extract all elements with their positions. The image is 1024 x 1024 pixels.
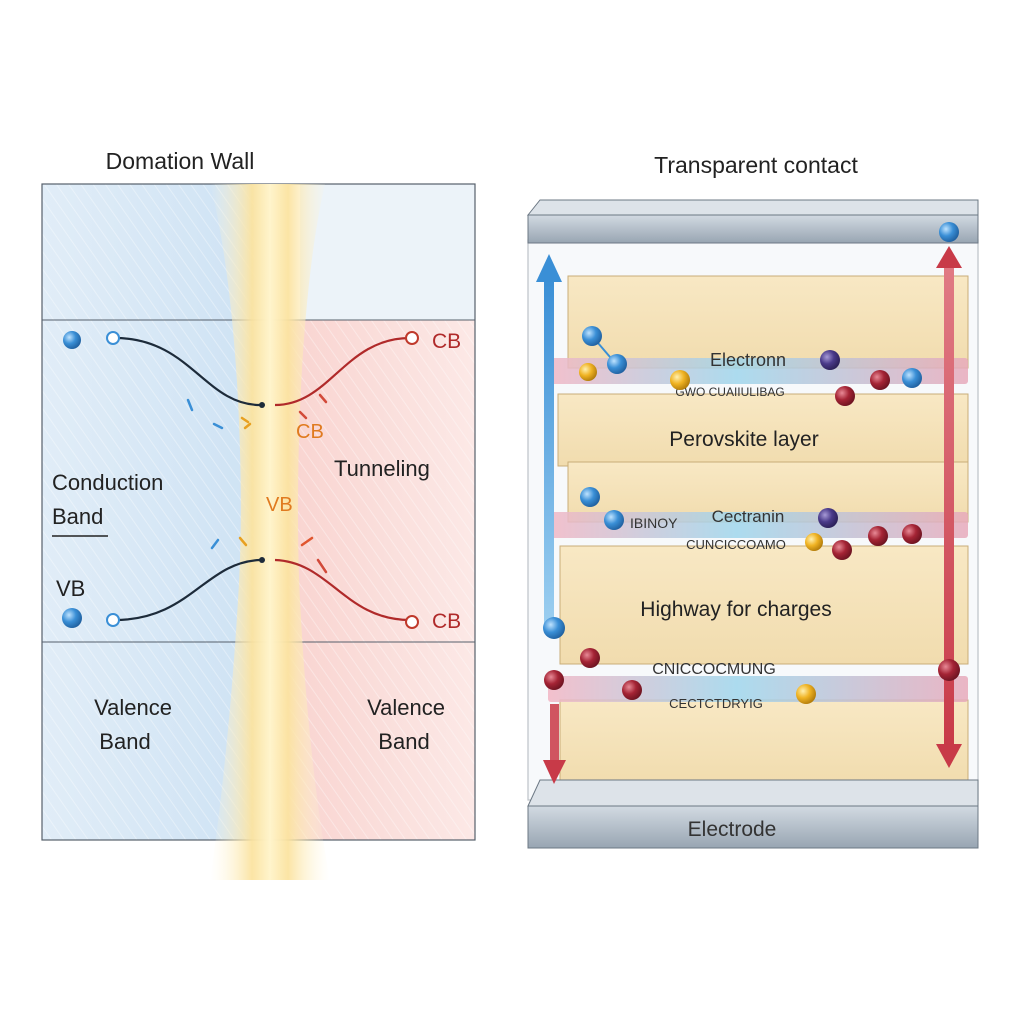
wall-cb-label: CB [296,421,324,443]
left-panel: Domation Wall [41,148,476,880]
right-panel-title: Transparent contact [654,152,858,178]
hole-open [405,331,419,345]
conduction-band-curve-left [114,336,261,407]
hole-particle [835,386,855,406]
band3-top-label: CNICCOCMUNG [652,661,776,678]
perovskite-layer-label: Perovskite layer [669,428,818,451]
purple-particle [818,508,838,528]
left-panel-title: Domation Wall [106,148,255,174]
valence-band-label-right-line2: Band [378,729,429,754]
wall-vb-label: VB [266,494,293,516]
hole-particle [580,648,600,668]
band2-bottom-label: CUNCICCOAMO [686,537,786,552]
hole-particle [902,524,922,544]
electrode-plate [527,779,979,849]
right-panel: Transparent contact [526,152,979,849]
cb-label-right-top: CB [432,330,461,353]
electron-open [106,331,120,345]
hole-flow-arrow [936,246,962,768]
highway-label: Highway for charges [640,598,831,621]
valence-band-label-left-line2: Band [99,729,150,754]
band2-top-left-label: IBINOY [630,515,678,531]
electron-particle [607,354,627,374]
cb-label-right-bottom: CB [432,610,461,633]
charge-band-1 [548,358,968,384]
junction-dot [259,402,265,408]
valence-band-curve-right [274,558,411,622]
electron-particle [582,326,602,346]
band3-bottom-label: CECTCTDRYIG [669,696,763,711]
tunneling-dashes [186,393,328,574]
gold-particle [579,363,597,381]
electron-particle [902,368,922,388]
electron-open [106,613,120,627]
valence-band-label-right-line1: Valence [367,695,445,720]
gold-particle [805,533,823,551]
band1-top-label: Electronn [710,350,786,370]
charge-band-3 [548,676,968,702]
transparent-contact-plate [526,199,979,244]
stack-particles [543,222,960,704]
domain-wall [210,184,330,880]
valence-band-curve-left [114,558,261,622]
electron-particle [63,331,81,349]
gold-particle [670,370,690,390]
charge-band-2 [548,512,968,538]
perovskite-block-1 [567,275,969,369]
electron-particle [604,510,624,530]
hole-particle [832,540,852,560]
electron-particle [580,487,600,507]
conduction-band-label-line1: Conduction [52,470,163,495]
electron-particle [62,608,82,628]
electron-particle [939,222,959,242]
junction-dot [259,557,265,563]
electron-particle [543,617,565,639]
conduction-band-label-line2: Band [52,504,103,529]
perovskite-block-4 [559,545,969,665]
conduction-band-curve-right [274,336,411,407]
hole-particle [938,659,960,681]
band1-bottom-label: GWO CUAIIULIBAG [675,385,784,399]
hole-flow-arrow-left [543,704,566,784]
hole-open [405,615,419,629]
electron-flow-arrow [536,254,562,628]
purple-particle [820,350,840,370]
hole-particle [868,526,888,546]
valence-band-label-left-line1: Valence [94,695,172,720]
tunneling-label: Tunneling [334,456,430,481]
vb-label-left: VB [56,576,85,601]
band2-top-right-label: Cectranin [712,507,785,526]
gold-particle [796,684,816,704]
hole-particle [544,670,564,690]
hole-particle [622,680,642,700]
electrode-label: Electrode [688,818,777,841]
hole-particle [870,370,890,390]
perovskite-block-5 [559,699,969,785]
